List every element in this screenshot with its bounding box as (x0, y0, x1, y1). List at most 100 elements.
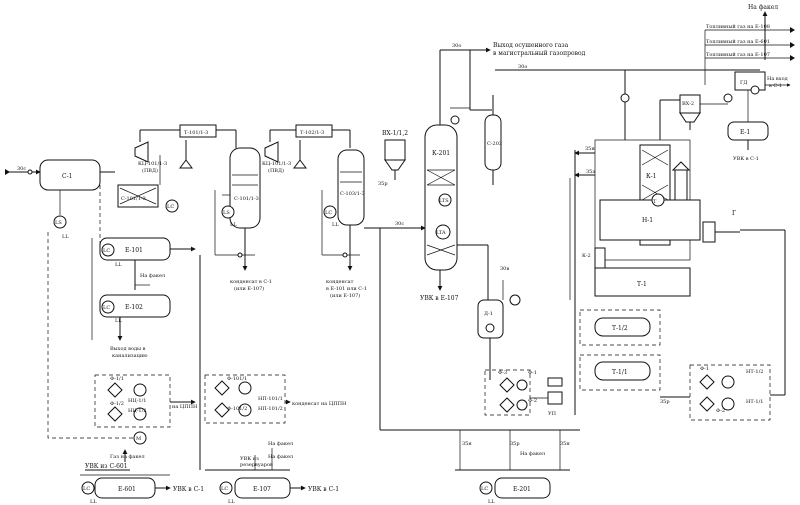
svg-text:LL: LL (115, 318, 122, 324)
svg-text:УВК в С-1: УВК в С-1 (173, 486, 204, 493)
svg-text:УВК в С-1: УВК в С-1 (733, 156, 759, 162)
svg-text:(ПВД): (ПВД) (268, 167, 284, 174)
svg-text:С-103/1-3: С-103/1-3 (340, 191, 365, 197)
heater-n1 (599, 199, 701, 241)
svg-text:Ф-101/1: Ф-101/1 (227, 376, 247, 382)
svg-text:Газ на факел: Газ на факел (110, 453, 145, 460)
svg-text:LC: LC (167, 204, 174, 210)
svg-text:Т-1/1: Т-1/1 (612, 369, 628, 376)
svg-text:Ф-101/2: Ф-101/2 (227, 406, 247, 412)
svg-text:Т-101/1-3: Т-101/1-3 (184, 130, 208, 136)
svg-text:в Е-101 или С-1: в Е-101 или С-1 (326, 286, 367, 292)
svg-text:К-1: К-1 (646, 173, 657, 180)
svg-text:С-203: С-203 (487, 141, 502, 147)
svg-text:30с: 30с (395, 221, 404, 227)
svg-text:LL: LL (90, 499, 97, 505)
svg-text:35р: 35р (660, 399, 670, 405)
svg-text:35н: 35н (560, 441, 570, 447)
svg-text:Ф-3: Ф-3 (498, 370, 507, 376)
svg-text:LL: LL (230, 222, 237, 228)
svg-text:УВК из: УВК из (240, 456, 259, 462)
svg-text:НТ-1/2: НТ-1/2 (746, 369, 763, 375)
furnace-group: К-1 Н-1 Т Г К-2 Т-1 35н 35а (574, 70, 740, 297)
svg-text:LC: LC (481, 486, 488, 492)
vessel-e102 (99, 294, 171, 318)
svg-text:LC: LC (103, 248, 110, 254)
svg-text:НП-101/2: НП-101/2 (258, 406, 283, 412)
svg-text:35н: 35н (585, 146, 595, 152)
svg-text:M: M (136, 436, 141, 442)
vessels-e101-e102: Е-101 LC LL На факел Е-102 LC LL Выход в… (91, 237, 196, 359)
svg-text:35а: 35а (586, 169, 595, 175)
svg-text:УВК в С-1: УВК в С-1 (308, 486, 339, 493)
svg-text:Ф-1/2: Ф-1/2 (110, 401, 124, 407)
svg-text:Е-1: Е-1 (740, 129, 750, 136)
label-vent-gas-2: в магистральный газопровод (493, 50, 586, 57)
svg-text:LC: LC (103, 305, 110, 311)
svg-text:Н-1: Н-1 (642, 217, 653, 224)
svg-text:КЦ-101/1-3: КЦ-101/1-3 (262, 161, 291, 167)
svg-text:на ЦППН: на ЦППН (172, 404, 198, 410)
svg-text:Д-1: Д-1 (484, 311, 493, 317)
vessel-e201 (494, 477, 551, 499)
vessel-c1 (39, 159, 101, 191)
svg-text:30в: 30в (500, 266, 509, 272)
svg-text:LTA: LTA (436, 230, 446, 236)
heat-exchangers-t1: Т-1/2 Т-1/1 35р (569, 150, 690, 415)
stream-30o-top: 30о (452, 43, 461, 49)
svg-text:LC: LC (221, 486, 228, 492)
separator-c1: 30с С-1 LS LL (5, 159, 115, 240)
svg-text:НТ-1/1: НТ-1/1 (746, 399, 763, 405)
svg-text:УВК из С-601: УВК из С-601 (85, 463, 128, 470)
vessel-e201-group: 35н 35р 35н На факел Е-201 LC LL (379, 228, 580, 505)
svg-text:(ПВД): (ПВД) (142, 167, 158, 174)
svg-text:LL: LL (332, 222, 339, 228)
svg-text:Е-102: Е-102 (125, 304, 143, 311)
svg-text:35р: 35р (510, 441, 520, 447)
svg-text:Т-1: Т-1 (637, 281, 647, 288)
svg-text:канализацию: канализацию (112, 353, 148, 359)
svg-text:К-2: К-2 (582, 253, 591, 259)
svg-text:Т: Т (653, 199, 657, 205)
svg-text:НЦ-1/2: НЦ-1/2 (128, 408, 146, 414)
stream-30c-inlet: 30с (17, 166, 26, 172)
cooler-t101 (179, 124, 217, 138)
svg-text:ВХ-1/1,2: ВХ-1/1,2 (382, 130, 408, 137)
fuel-gas-header: На факел Топливный газ на Е-108 Топливны… (704, 4, 795, 85)
svg-text:ВХ-2: ВХ-2 (682, 101, 694, 107)
svg-text:Ф-2: Ф-2 (716, 408, 725, 414)
vessel-e107-group: УВК из резервуаров На факел На факел Е-1… (205, 440, 339, 505)
svg-text:Ф-1: Ф-1 (700, 366, 709, 372)
svg-text:Ф-1/1: Ф-1/1 (110, 376, 124, 382)
stream-30o-mid: 30о (518, 64, 527, 70)
compressor-kc101-group: КЦ-101/1-3 (ПВД) Т-101/1-3 (134, 124, 237, 185)
svg-text:УВК в Е-107: УВК в Е-107 (420, 295, 459, 302)
svg-text:На факел: На факел (268, 453, 293, 460)
svg-text:КЦ-101/1-3: КЦ-101/1-3 (138, 161, 167, 167)
svg-text:в С-1: в С-1 (769, 83, 782, 89)
svg-text:НЦ-1/1: НЦ-1/1 (128, 398, 146, 404)
heat-exchanger-c101: LC С-101/1-3 (117, 184, 179, 213)
svg-text:LC: LC (325, 210, 332, 216)
svg-text:НП-101/1: НП-101/1 (258, 396, 283, 402)
svg-text:(или Е-107): (или Е-107) (330, 292, 360, 299)
column-c103: С-103/1-3 LC LL конденсат в Е-101 или С-… (321, 149, 426, 299)
air-cooler-vx2-group: ВХ-2 ГД На вход в С-1 Е-1 УВК в С-1 (679, 71, 791, 162)
compressor-kc101 (134, 141, 149, 163)
svg-text:конденсат: конденсат (326, 279, 354, 285)
label-vent-gas-1: Выход осушенного газа (493, 42, 569, 49)
svg-text:Выход воды в: Выход воды в (110, 346, 146, 352)
svg-text:Е-601: Е-601 (118, 486, 136, 493)
svg-text:Т-102/1-3: Т-102/1-3 (300, 130, 324, 136)
svg-text:35н: 35н (462, 441, 472, 447)
svg-text:На вход: На вход (767, 76, 788, 82)
svg-text:ГД: ГД (740, 80, 747, 86)
svg-text:Ф-2: Ф-2 (528, 398, 537, 404)
svg-text:На факел: На факел (140, 272, 165, 279)
pumps-nc1: Ф-1/1 Ф-1/2 НЦ-1/1 НЦ-1/2 на ЦППН M (94, 374, 198, 445)
label-na-fakel-top: На факел (748, 4, 778, 11)
svg-text:Е-107: Е-107 (253, 486, 271, 493)
level-controller-lc-1 (165, 199, 179, 213)
label-fuel-gas-e601: Топливный газ на Е-601 (706, 39, 770, 45)
svg-text:LL: LL (62, 234, 69, 240)
